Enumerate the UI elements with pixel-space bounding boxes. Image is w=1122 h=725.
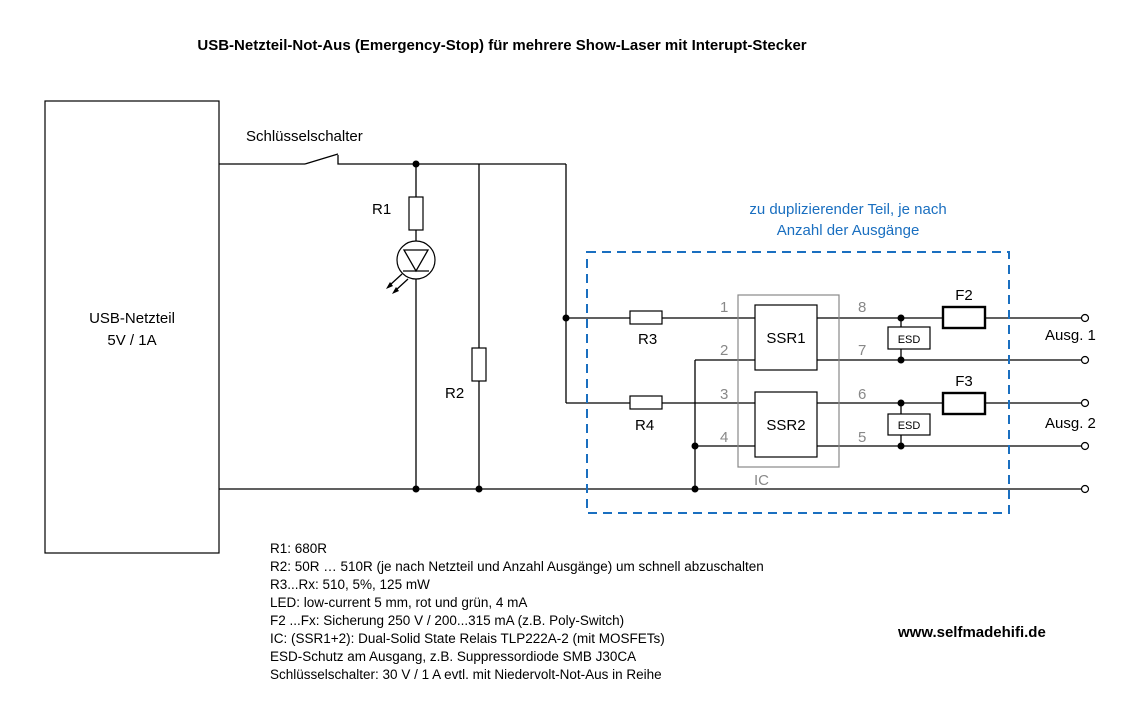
resistor-r2 xyxy=(471,347,487,382)
ic-package xyxy=(737,294,840,468)
fuse-f3 xyxy=(941,391,987,416)
note-line: R1: 680R xyxy=(270,541,327,556)
output-terminals xyxy=(1080,313,1090,494)
r4-label: R4 xyxy=(635,417,654,434)
led-icon xyxy=(386,240,436,294)
pin-3: 3 xyxy=(720,386,728,403)
note-line: ESD-Schutz am Ausgang, z.B. Suppressordi… xyxy=(270,649,636,664)
psu-rating: 5V / 1A xyxy=(107,332,156,349)
esd1-box xyxy=(887,326,931,350)
resistor-r3 xyxy=(629,310,663,325)
pin-1: 1 xyxy=(720,299,728,316)
ssr2-box xyxy=(754,391,818,458)
pin-2: 2 xyxy=(720,342,728,359)
esd2-box xyxy=(887,413,931,436)
ssr1-label: SSR1 xyxy=(766,330,805,347)
note-line: R3...Rx: 510, 5%, 125 mW xyxy=(270,577,430,592)
pin-5: 5 xyxy=(858,429,866,446)
r1-label: R1 xyxy=(372,201,391,218)
website-label: www.selfmadehifi.de xyxy=(897,624,1046,641)
note-line: IC: (SSR1+2): Dual-Solid State Relais TL… xyxy=(270,631,665,646)
esd1-label: ESD xyxy=(898,334,921,346)
page-title: USB-Netzteil-Not-Aus (Emergency-Stop) fü… xyxy=(197,37,806,54)
f2-label: F2 xyxy=(955,287,973,304)
note-line: F2 ...Fx: Sicherung 250 V / 200...315 mA… xyxy=(270,613,624,628)
ssr1-box xyxy=(754,304,818,371)
pin-4: 4 xyxy=(720,429,728,446)
pin-7: 7 xyxy=(858,342,866,359)
pin-8: 8 xyxy=(858,299,866,316)
esd2-label: ESD xyxy=(898,420,921,432)
usb-psu-box xyxy=(44,100,220,554)
f3-label: F3 xyxy=(955,373,973,390)
output-1-label: Ausg. 1 xyxy=(1045,327,1096,344)
ssr2-label: SSR2 xyxy=(766,417,805,434)
resistor-r1 xyxy=(408,196,424,231)
duplicate-note-line1: zu duplizierender Teil, je nach xyxy=(749,201,946,218)
note-line: Schlüsselschalter: 30 V / 1 A evtl. mit … xyxy=(270,667,662,682)
ic-label: IC xyxy=(754,472,769,489)
duplicate-note-line2: Anzahl der Ausgänge xyxy=(777,222,920,239)
pin-6: 6 xyxy=(858,386,866,403)
component-notes: R1: 680R R2: 50R … 510R (je nach Netztei… xyxy=(270,541,764,682)
note-line: R2: 50R … 510R (je nach Netzteil und Anz… xyxy=(270,559,764,574)
resistor-r4 xyxy=(629,395,663,410)
psu-label: USB-Netzteil xyxy=(89,310,175,327)
r2-label: R2 xyxy=(445,385,464,402)
switch-label: Schlüsselschalter xyxy=(246,128,363,145)
r3-label: R3 xyxy=(638,331,657,348)
fuse-f2 xyxy=(941,305,987,330)
key-switch xyxy=(219,153,566,165)
junction-dots xyxy=(412,160,905,493)
duplicate-section-box xyxy=(586,251,1010,514)
note-line: LED: low-current 5 mm, rot und grün, 4 m… xyxy=(270,595,527,610)
output-2-label: Ausg. 2 xyxy=(1045,415,1096,432)
